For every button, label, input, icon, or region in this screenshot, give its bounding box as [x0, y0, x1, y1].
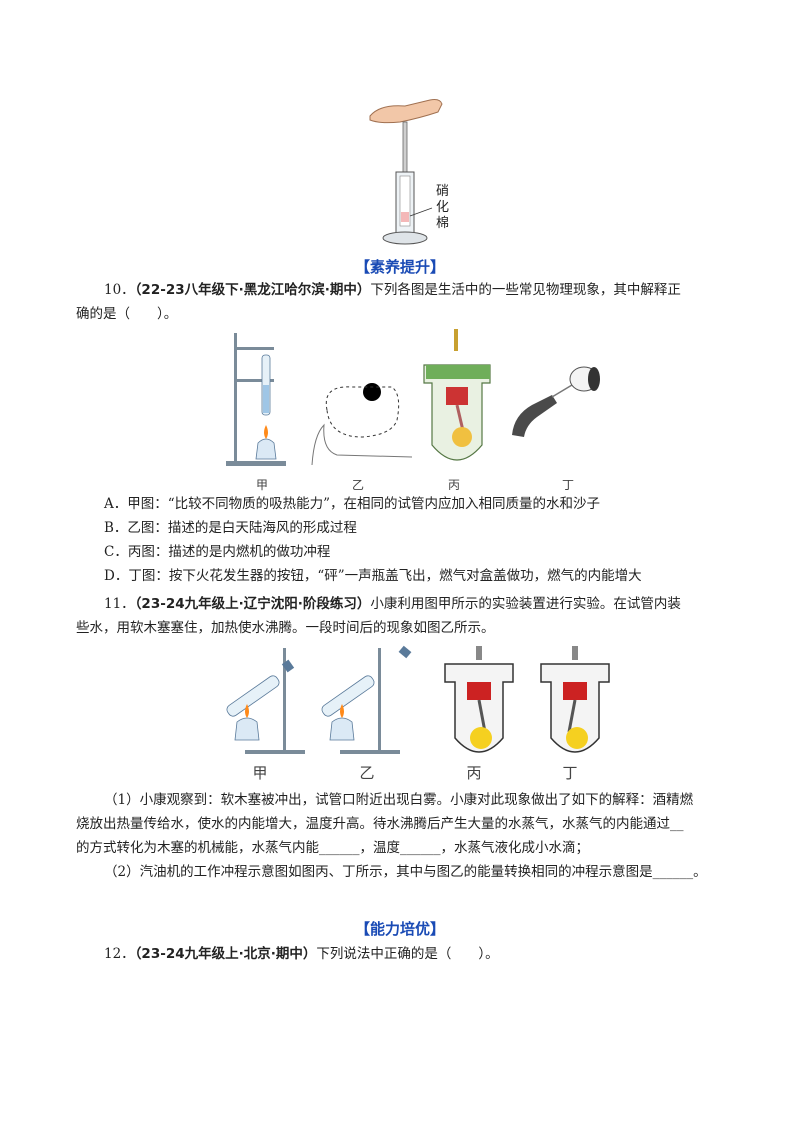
q10-figures [222, 325, 612, 475]
fire-syringe-drawing [369, 99, 443, 245]
q10-option-b: B．乙图：描述的是白天陆海风的形成过程 [104, 520, 357, 536]
q10-option-a: A．甲图：“比较不同物质的吸热能力”，在相同的试管内应加入相同质量的水和沙子 [104, 496, 601, 512]
q10-option-c: C．丙图：描述的是内燃机的做功冲程 [104, 544, 331, 560]
q11-fig-label-ding: 丁 [562, 764, 578, 782]
section-title-literacy: 【素养提升】 [354, 258, 445, 276]
q10-stem-2: 确的是（ ）。 [76, 306, 178, 322]
q10-fig-ding-drawing [512, 366, 600, 437]
q10-source: （22-23八年级下·黑龙江哈尔滨·期中） [134, 282, 371, 298]
q11-part1-line2: 烧放出热量传给水，使水的内能增大，温度升高。待水沸腾后产生大量的水蒸气，水蒸气的… [76, 816, 684, 832]
q11-part2-line1: （2）汽油机的工作冲程示意图如图丙、丁所示，其中与图乙的能量转换相同的冲程示意图… [104, 864, 707, 880]
q12-source: （23-24九年级上·北京·期中） [134, 946, 317, 962]
q11-number: 11． [104, 596, 135, 612]
q11-part1-line3: 的方式转化为木塞的机械能，水蒸气内能______，温度______，水蒸气液化成… [76, 840, 589, 856]
q11-source: （23-24九年级上·辽宁沈阳·阶段练习） [134, 596, 371, 612]
q10-fig-bing-drawing [423, 329, 491, 461]
q11-stem-2: 些水，用软木塞塞住，加热使水沸腾。一段时间后的现象如图乙所示。 [76, 620, 495, 636]
q11-fig-label-yi: 乙 [359, 764, 375, 782]
q11-figures [225, 642, 625, 760]
q12-line1: 12．（23-24九年级上·北京·期中）下列说法中正确的是（ ）。 [104, 944, 499, 964]
nitrocellulose-label: 硝化棉 [436, 184, 450, 231]
q10-fig-label-yi: 乙 [351, 478, 364, 492]
q11-fig-label-jia: 甲 [252, 764, 268, 782]
q12-number: 12． [104, 946, 135, 962]
q11-fig-jia-drawing [226, 648, 305, 754]
q10-option-d: D．丁图：按下火花发生器的按钮，“砰”一声瓶盖飞出，燃气对盒盖做功，燃气的内能增… [104, 568, 642, 584]
q10-fig-label-jia: 甲 [255, 478, 268, 492]
q11-fig-yi-drawing [321, 645, 412, 754]
q11-fig-bing-drawing [444, 646, 514, 753]
q10-line1: 10．（22-23八年级下·黑龙江哈尔滨·期中）下列各图是生活中的一些常见物理现… [104, 280, 681, 300]
q11-fig-label-bing: 丙 [466, 764, 482, 782]
section-title-ability: 【能力培优】 [354, 920, 445, 938]
q10-stem-1: 下列各图是生活中的一些常见物理现象，其中解释正 [370, 282, 681, 298]
q10-fig-jia-drawing [226, 333, 286, 466]
q12-stem: 下列说法中正确的是（ ）。 [316, 946, 499, 962]
q10-fig-label-ding: 丁 [561, 478, 574, 492]
fire-syringe-figure: 硝化棉 [360, 92, 450, 252]
q11-line1: 11．（23-24九年级上·辽宁沈阳·阶段练习）小康利用图甲所示的实验装置进行实… [104, 594, 681, 614]
q10-number: 10． [104, 282, 135, 298]
q10-fig-label-bing: 丙 [447, 478, 460, 492]
q10-fig-yi-drawing [311, 383, 413, 466]
q11-fig-ding-drawing [540, 646, 610, 753]
q11-part1-line1: （1）小康观察到：软木塞被冲出，试管口附近出现白雾。小康对此现象做出了如下的解释… [104, 792, 694, 808]
q11-stem-1: 小康利用图甲所示的实验装置进行实验。在试管内装 [370, 596, 681, 612]
